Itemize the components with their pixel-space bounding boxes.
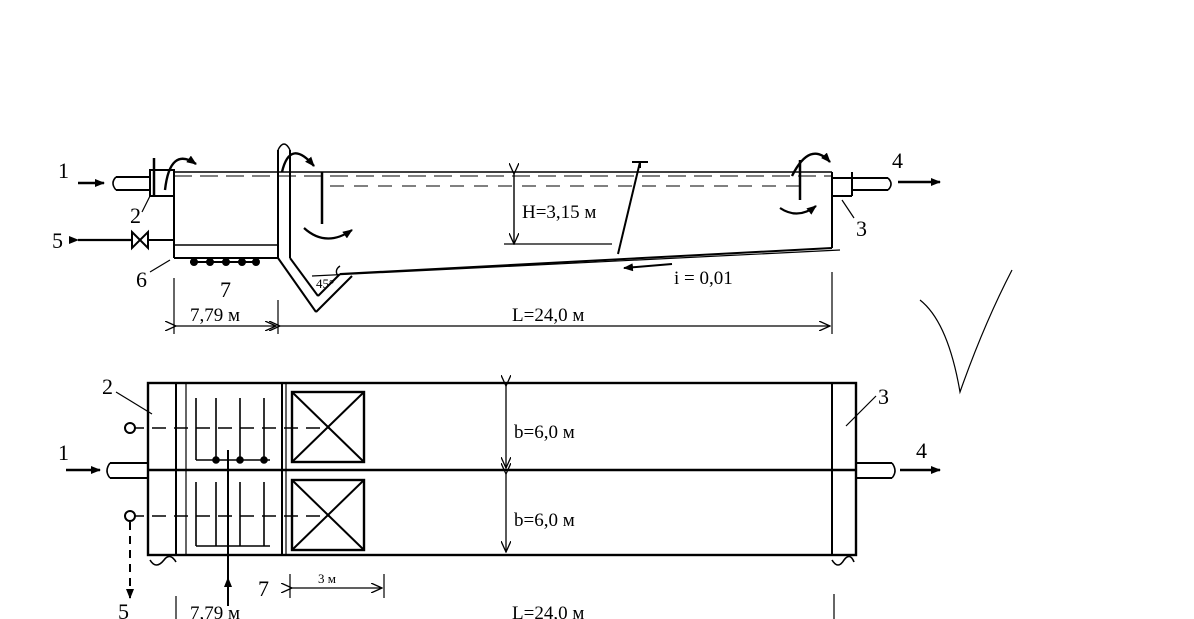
outlet-flow-arrow [779, 205, 817, 215]
baffle-overflow-arrow [280, 152, 315, 173]
checkmark-scribble [919, 269, 1013, 395]
label-grit-zone: 6 [136, 267, 147, 292]
inlet-length-top: 7,79 м [190, 305, 240, 326]
label-sludge-outlet: 5 [52, 228, 63, 253]
inlet-length-bottom: 7,79 м [190, 603, 240, 619]
label-aerator: 7 [220, 277, 231, 302]
grit-chamber-2 [290, 478, 366, 552]
sloped-bottom [339, 247, 833, 275]
width-dimension-2: b=6,0 м [514, 510, 575, 531]
valve-icon [131, 229, 149, 251]
angle-label: 45° [316, 276, 334, 291]
outlet-overflow-arrow [790, 152, 831, 177]
label-outflow: 4 [892, 148, 903, 173]
grit-chamber-1 [290, 390, 366, 464]
slope-label: i = 0,01 [674, 268, 733, 289]
sludge-hopper [277, 143, 353, 313]
plan-label-outlet-channel: 3 [878, 384, 889, 409]
aerator-grid-1 [195, 398, 270, 464]
plan-label-inlet-channel: 2 [102, 374, 113, 399]
tank-length-top: L=24,0 м [512, 305, 584, 326]
grit-length-dimension: 3 м [318, 571, 336, 586]
width-dimension-1: b=6,0 м [514, 422, 575, 443]
plan-label-sludge-outlet: 5 [118, 599, 129, 619]
section-view [69, 143, 941, 334]
label-inlet-channel: 2 [130, 203, 141, 228]
tank-length-bottom: L=24,0 м [512, 603, 584, 619]
label-inflow: 1 [58, 158, 69, 183]
flow-arrow-under-baffle [303, 227, 353, 240]
aerator-pipe [190, 258, 260, 266]
plan-label-inflow: 1 [58, 440, 69, 465]
label-outlet-channel: 3 [856, 216, 867, 241]
plan-label-aerator: 7 [258, 576, 269, 601]
scraper [617, 161, 648, 255]
plan-view [66, 383, 941, 619]
depth-dimension: H=3,15 м [522, 202, 596, 223]
aerator-grid-2 [195, 482, 270, 547]
plan-label-outflow: 4 [916, 438, 927, 463]
inlet-overflow-arrow [163, 155, 197, 191]
inlet-pipe [112, 176, 150, 191]
